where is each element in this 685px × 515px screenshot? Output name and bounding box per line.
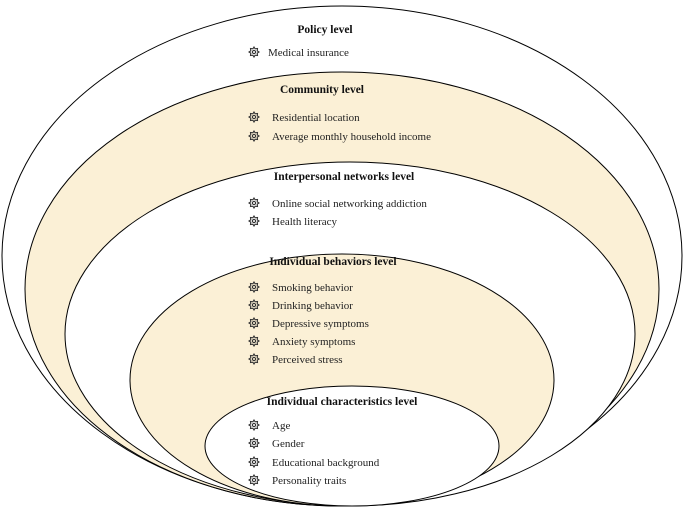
behavior-item: Smoking behavior [272, 282, 353, 294]
individual-behaviors-level-title: Individual behaviors level [269, 256, 396, 268]
policy-item: Medical insurance [268, 47, 349, 59]
characteristics-item: Personality traits [272, 475, 346, 487]
behavior-item: Depressive symptoms [272, 318, 369, 330]
behavior-item: Drinking behavior [272, 300, 353, 312]
policy-level-title: Policy level [297, 24, 352, 36]
individual-characteristics-level-ellipse [204, 385, 500, 507]
individual-characteristics-level-title: Individual characteristics level [267, 396, 418, 408]
interpersonal-level-title: Interpersonal networks level [274, 171, 415, 183]
behavior-item: Anxiety symptoms [272, 336, 355, 348]
characteristics-item: Age [272, 420, 290, 432]
characteristics-item: Gender [272, 438, 305, 450]
behavior-item: Perceived stress [272, 354, 343, 366]
community-item: Average monthly household income [272, 131, 431, 143]
interpersonal-item: Online social networking addiction [272, 198, 427, 210]
characteristics-item: Educational background [272, 457, 380, 469]
community-item: Residential location [272, 112, 360, 124]
community-level-title: Community level [280, 84, 364, 96]
interpersonal-item: Health literacy [272, 216, 338, 228]
